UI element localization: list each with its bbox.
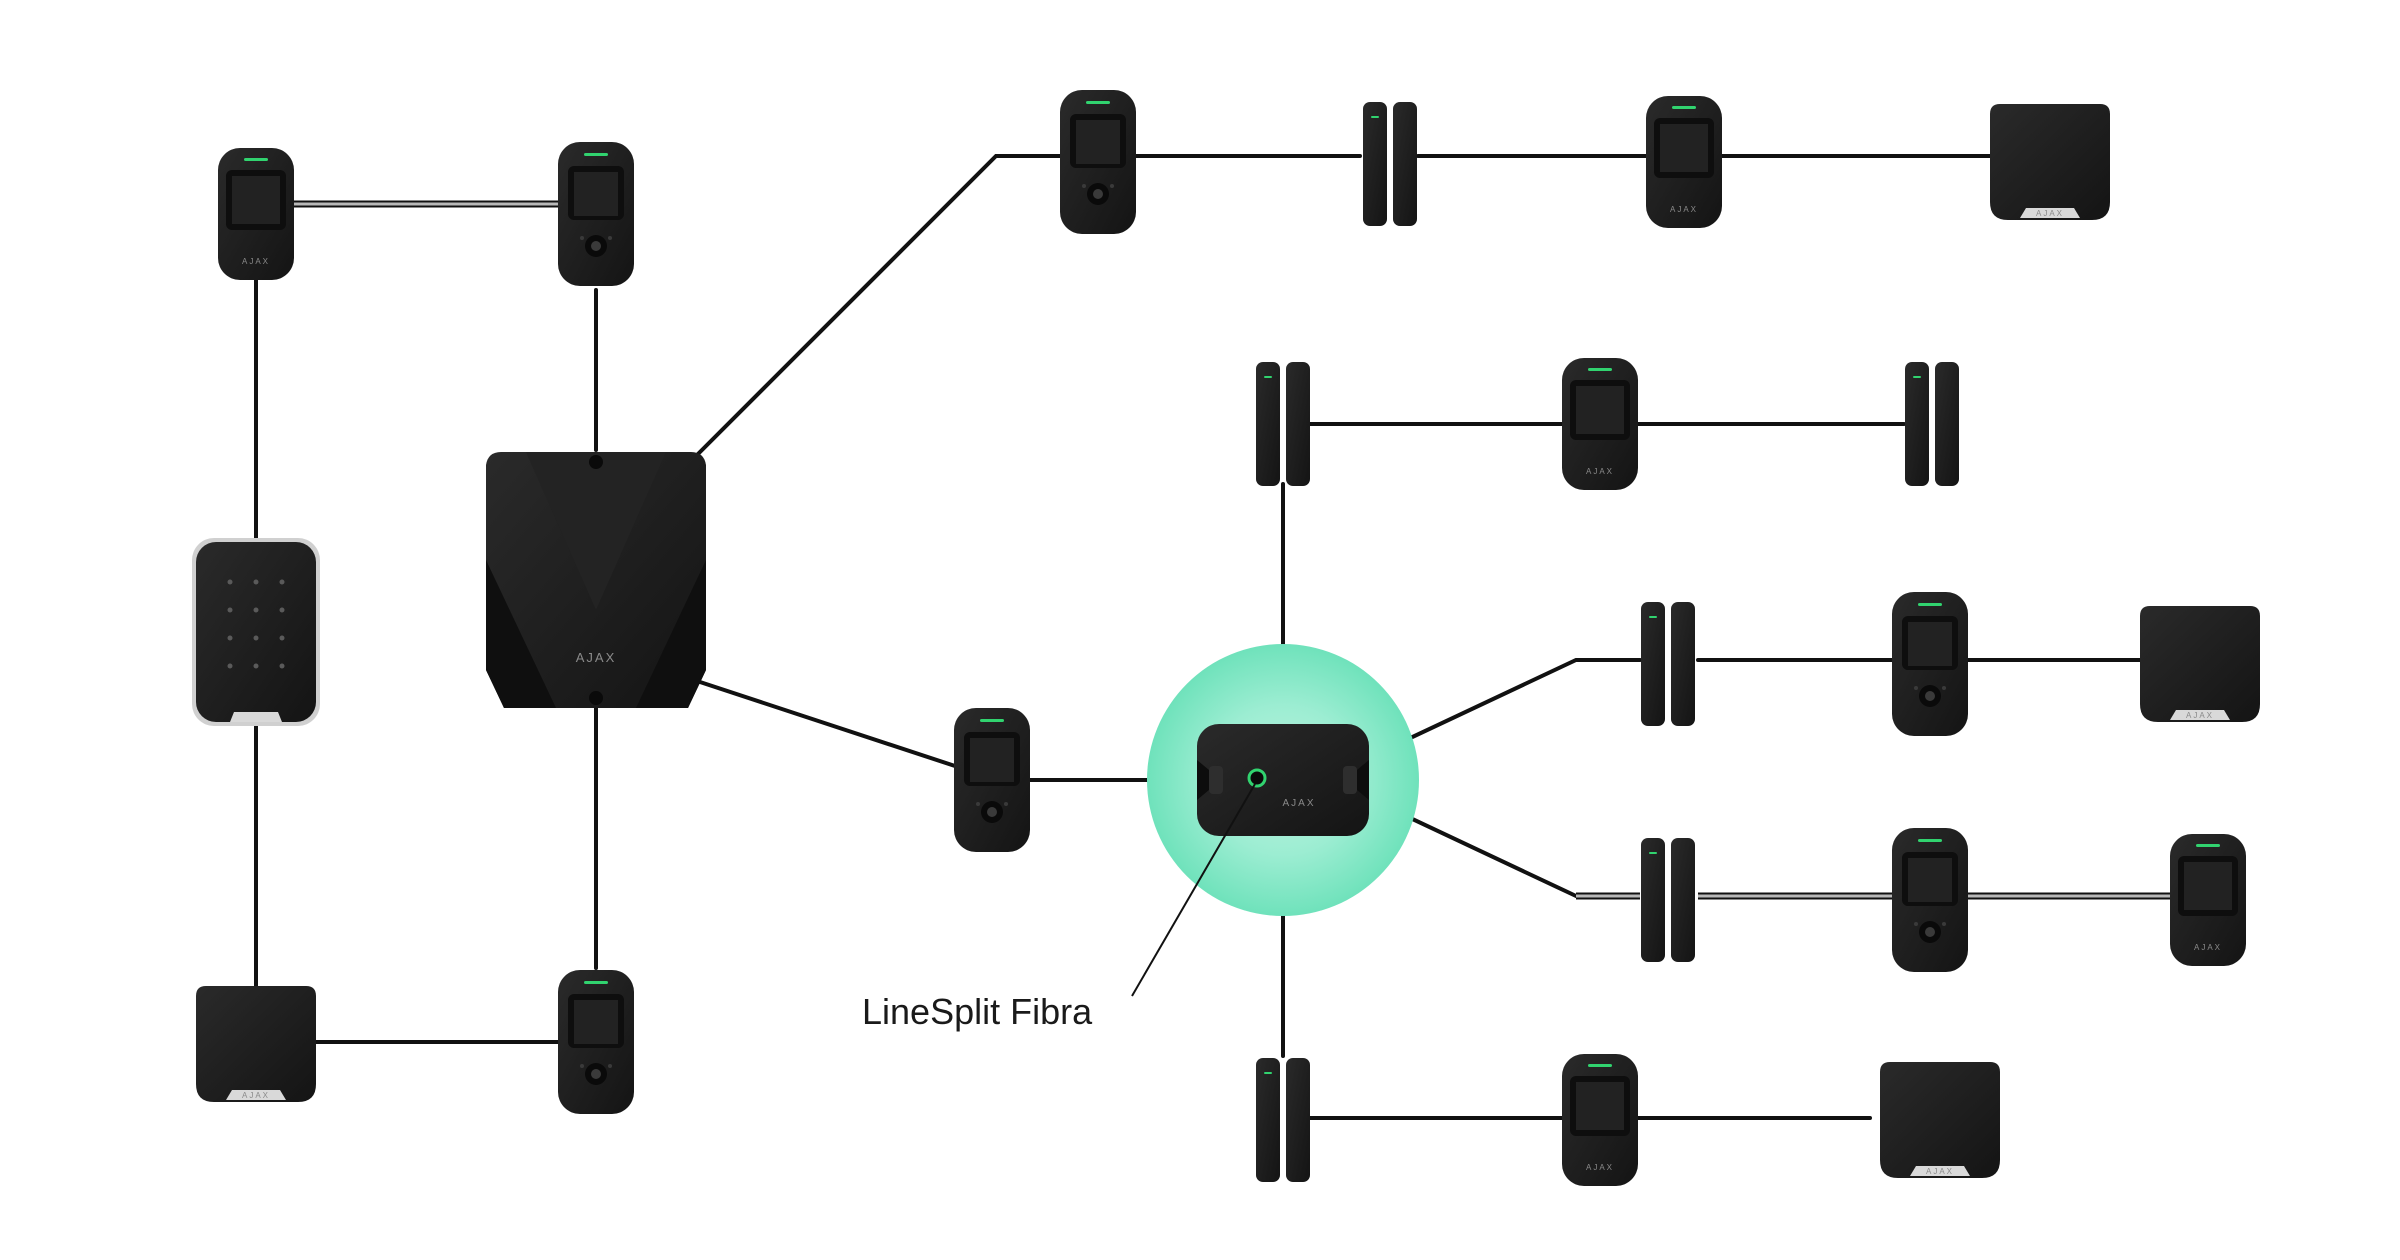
motion-camera-icon — [558, 970, 634, 1114]
door-contact-icon — [1905, 362, 1959, 486]
motion-detector-icon — [1562, 1054, 1638, 1186]
gray-cable-connections — [294, 200, 2170, 900]
cable-connections — [254, 154, 2142, 1120]
linesplit-fibra-label: LineSplit Fibra — [862, 991, 1093, 1032]
door-contact-icon — [1256, 1058, 1310, 1182]
keypad-icon — [192, 538, 320, 726]
home-siren-icon — [1880, 1062, 2000, 1178]
hub-case-icon: AJAX — [486, 452, 706, 708]
cable — [1370, 658, 1642, 758]
motion-camera-icon — [1892, 592, 1968, 736]
motion-camera-icon — [1060, 90, 1136, 234]
door-contact-icon — [1641, 602, 1695, 726]
callout-leader-line — [1131, 783, 1256, 997]
motion-detector-icon — [1562, 358, 1638, 490]
motion-detector-icon — [1646, 96, 1722, 228]
cable — [688, 154, 1062, 464]
linesplit-box-icon: AJAX — [1197, 724, 1369, 836]
motion-detector-icon — [2170, 834, 2246, 966]
motion-camera-icon — [558, 142, 634, 286]
motion-detector-icon — [218, 148, 294, 280]
home-siren-icon — [2140, 606, 2260, 722]
home-siren-icon — [196, 986, 316, 1102]
hub-brand-label: AJAX — [576, 650, 617, 665]
cable — [698, 680, 957, 768]
door-contact-icon — [1363, 102, 1417, 226]
motion-camera-icon — [954, 708, 1030, 852]
door-contact-icon — [1641, 838, 1695, 962]
motion-camera-icon — [1892, 828, 1968, 972]
home-siren-icon — [1990, 104, 2110, 220]
splitter-brand-label: AJAX — [1282, 798, 1315, 809]
door-contact-icon — [1256, 362, 1310, 486]
